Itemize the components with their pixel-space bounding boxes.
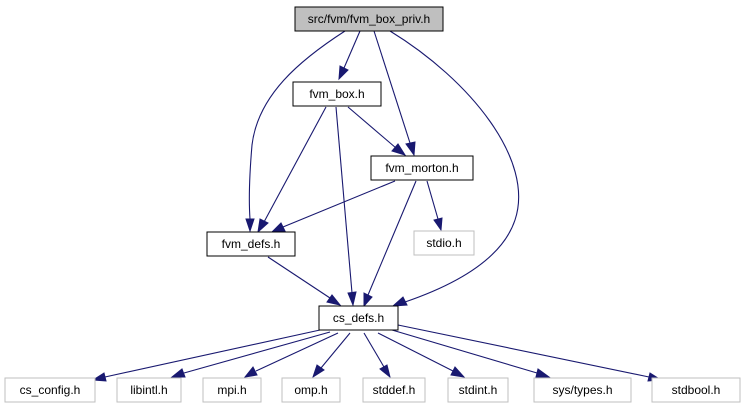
edge-fvm-morton-to-fvm-defs — [270, 180, 396, 233]
edge-fvm-box-to-fvm-defs — [257, 106, 327, 234]
edge-fvm-box-to-fvm-morton — [347, 106, 407, 156]
nodes: src/fvm/fvm_box_priv.h fvm_box.h fvm_mor… — [4, 6, 741, 403]
node-libintl[interactable]: libintl.h — [116, 377, 182, 403]
node-label-stddef: stddef.h — [373, 383, 416, 397]
node-mpi[interactable]: mpi.h — [202, 377, 262, 403]
edge-fvm-box-priv-to-fvm-defs — [245, 30, 346, 233]
edge-fvm-morton-to-cs-defs — [363, 180, 417, 308]
node-sys-types[interactable]: sys/types.h — [533, 377, 632, 403]
node-cs-defs[interactable]: cs_defs.h — [318, 305, 399, 331]
edge-cs-defs-to-libintl — [170, 331, 331, 378]
node-fvm-defs[interactable]: fvm_defs.h — [206, 231, 296, 257]
node-stdint[interactable]: stdint.h — [447, 377, 509, 403]
node-label-omp: omp.h — [294, 383, 327, 397]
node-fvm-box[interactable]: fvm_box.h — [292, 81, 382, 107]
node-label-cs-defs: cs_defs.h — [333, 311, 384, 325]
node-label-libintl: libintl.h — [130, 383, 167, 397]
node-label-fvm-morton: fvm_morton.h — [385, 161, 458, 175]
node-label-stdio: stdio.h — [426, 236, 461, 250]
node-label-fvm-box: fvm_box.h — [309, 87, 364, 101]
node-stdio[interactable]: stdio.h — [413, 230, 475, 256]
node-omp[interactable]: omp.h — [281, 377, 341, 403]
edge-fvm-box-priv-to-cs-defs — [389, 30, 520, 307]
node-label-cs-config: cs_config.h — [20, 383, 81, 397]
edge-fvm-box-to-cs-defs — [335, 106, 357, 307]
edge-fvm-morton-to-stdio — [426, 180, 443, 232]
node-label-fvm-defs: fvm_defs.h — [222, 237, 281, 251]
node-cs-config[interactable]: cs_config.h — [4, 377, 96, 403]
edge-cs-defs-to-stdint — [377, 332, 466, 378]
edge-fvm-box-priv-to-fvm-box — [338, 30, 361, 81]
node-label-fvm-box-priv: src/fvm/fvm_box_priv.h — [308, 12, 430, 26]
edge-cs-defs-to-stddef — [363, 332, 391, 379]
edge-fvm-box-priv-to-fvm-morton — [373, 30, 416, 157]
node-label-stdint: stdint.h — [459, 383, 498, 397]
edge-fvm-defs-to-cs-defs — [267, 256, 342, 306]
node-fvm-box-priv[interactable]: src/fvm/fvm_box_priv.h — [294, 6, 444, 32]
node-label-mpi: mpi.h — [217, 383, 246, 397]
edge-cs-defs-to-omp — [312, 332, 351, 379]
node-label-sys-types: sys/types.h — [552, 383, 612, 397]
node-stdbool[interactable]: stdbool.h — [651, 377, 741, 403]
edge-cs-defs-to-sys-types — [391, 329, 551, 378]
node-label-stdbool: stdbool.h — [672, 383, 721, 397]
node-stddef[interactable]: stddef.h — [362, 377, 426, 403]
edge-cs-defs-to-stdbool — [397, 324, 663, 382]
edge-cs-defs-to-mpi — [243, 332, 339, 378]
edge-cs-defs-to-cs-config — [91, 329, 321, 382]
node-fvm-morton[interactable]: fvm_morton.h — [370, 155, 474, 181]
